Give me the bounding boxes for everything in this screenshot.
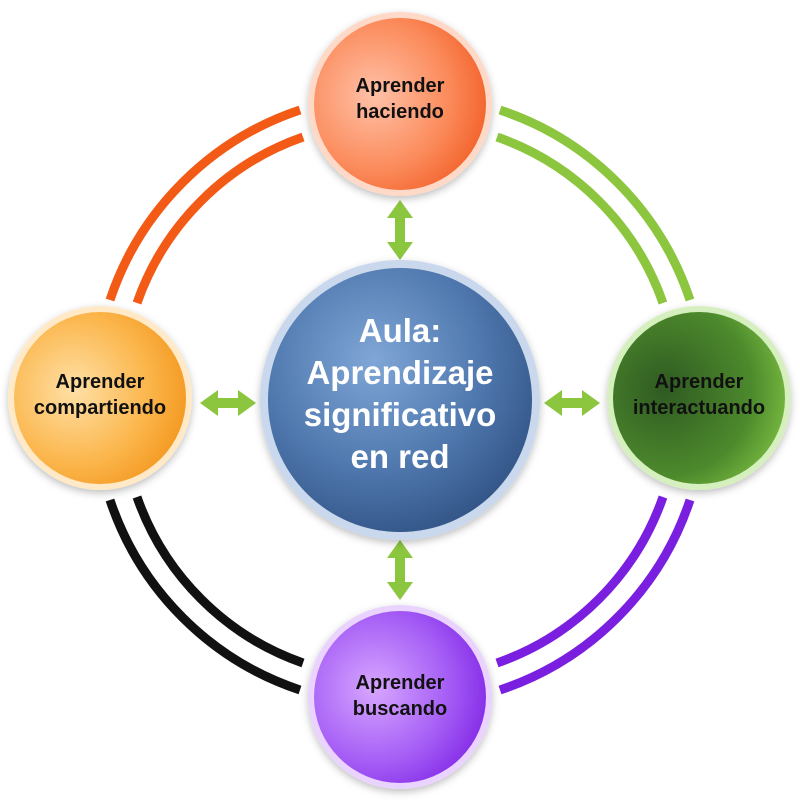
ring-arc-top-left-inner <box>132 132 305 305</box>
ring-arc-top-right-outer <box>498 105 695 302</box>
ring-arc-top-left-outer <box>105 105 302 302</box>
node-aprender-haciendo: Aprender haciendo <box>308 12 492 196</box>
arrow-up-down-bottom <box>387 540 413 600</box>
node-right-line-1: Aprender <box>655 371 744 393</box>
ring-bottom-right <box>495 495 695 695</box>
ring-arc-bottom-right-outer <box>498 498 695 695</box>
node-top-circle <box>314 18 486 190</box>
node-right-line-2: interactuando <box>633 397 765 419</box>
node-left-line-2: compartiendo <box>34 397 166 419</box>
arrow-up-down-top <box>387 200 413 260</box>
node-left-circle <box>14 312 186 484</box>
center-line-1: Aula: <box>359 312 442 349</box>
arrow-left-right-left <box>200 390 256 416</box>
node-bottom-line-2: buscando <box>353 698 447 720</box>
ring-arc-bottom-left-inner <box>132 495 305 668</box>
node-aprender-compartiendo: Aprender compartiendo <box>8 306 192 490</box>
center-line-4: en red <box>350 438 449 475</box>
ring-arc-bottom-left-outer <box>105 498 302 695</box>
node-center-circle <box>268 268 532 532</box>
node-aprender-interactuando: Aprender interactuando <box>607 306 791 490</box>
node-top-line-2: haciendo <box>356 101 444 123</box>
node-left-line-1: Aprender <box>56 371 145 393</box>
node-aprender-buscando: Aprender buscando <box>308 605 492 789</box>
ring-top-left <box>105 105 305 305</box>
node-center-aula: Aula: Aprendizaje significativo en red <box>260 260 540 540</box>
ring-arc-bottom-right-inner <box>495 495 668 668</box>
center-line-3: significativo <box>304 396 497 433</box>
node-top-line-1: Aprender <box>356 75 445 97</box>
node-bottom-circle <box>314 611 486 783</box>
ring-bottom-left <box>105 495 305 695</box>
center-line-2: Aprendizaje <box>306 354 493 391</box>
ring-arc-top-right-inner <box>495 132 668 305</box>
ring-top-right <box>495 105 695 305</box>
arrow-left-right-right <box>544 390 600 416</box>
node-right-circle <box>613 312 785 484</box>
node-bottom-line-1: Aprender <box>356 672 445 694</box>
